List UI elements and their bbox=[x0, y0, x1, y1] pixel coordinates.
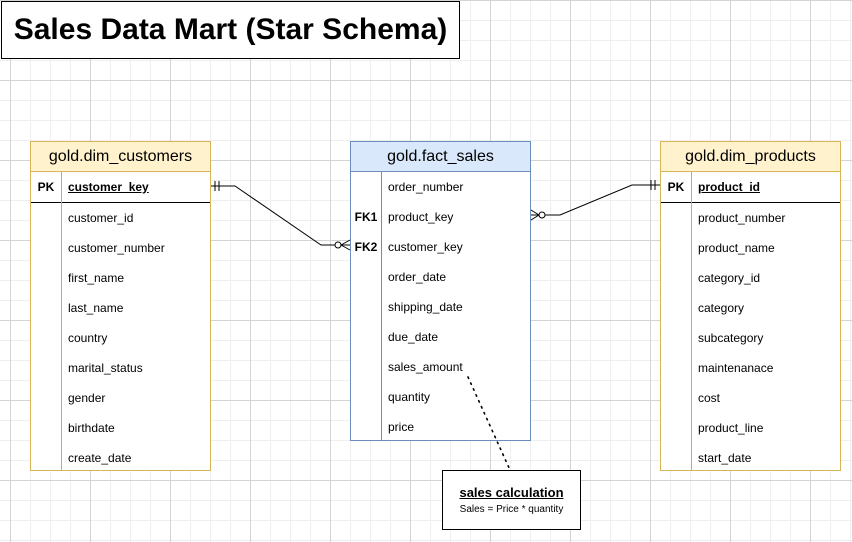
field-name: category_id bbox=[698, 271, 761, 285]
field-row: customer_number bbox=[31, 233, 210, 263]
entity-fact-sales[interactable]: gold.fact_sales order_number FK1 product_… bbox=[350, 141, 531, 441]
entity-header: gold.fact_sales bbox=[351, 142, 530, 172]
field-name: shipping_date bbox=[388, 300, 463, 314]
field-name: start_date bbox=[698, 451, 752, 465]
field-row: create_date bbox=[31, 443, 210, 473]
field-name: due_date bbox=[388, 330, 439, 344]
field-row: due_date bbox=[351, 322, 530, 352]
field-name: first_name bbox=[68, 271, 125, 285]
pk-row: PK product_id bbox=[661, 172, 840, 203]
field-row: quantity bbox=[351, 382, 530, 412]
field-row: order_number bbox=[351, 172, 530, 202]
entity-dim-products[interactable]: gold.dim_products PK product_id product_… bbox=[660, 141, 841, 471]
field-row: category bbox=[661, 293, 840, 323]
column-divider bbox=[691, 172, 692, 470]
field-row: marital_status bbox=[31, 353, 210, 383]
field-name: order_date bbox=[388, 270, 447, 284]
fk-label: FK1 bbox=[354, 210, 378, 224]
field-row: FK1 product_key bbox=[351, 202, 530, 232]
field-row: category_id bbox=[661, 263, 840, 293]
field-name: quantity bbox=[388, 390, 431, 404]
entity-header: gold.dim_products bbox=[661, 142, 840, 172]
field-row: birthdate bbox=[31, 413, 210, 443]
field-name: marital_status bbox=[68, 361, 143, 375]
entity-header: gold.dim_customers bbox=[31, 142, 210, 172]
field-name: subcategory bbox=[698, 331, 764, 345]
field-row: last_name bbox=[31, 293, 210, 323]
field-name: gender bbox=[68, 391, 106, 405]
field-row: product_line bbox=[661, 413, 840, 443]
field-row: first_name bbox=[31, 263, 210, 293]
pk-label: PK bbox=[37, 180, 55, 194]
customer-relationship-connector[interactable] bbox=[211, 181, 351, 251]
field-name: customer_number bbox=[68, 241, 165, 255]
field-row: start_date bbox=[661, 443, 840, 473]
field-list: product_number product_name category_id … bbox=[661, 203, 840, 473]
field-name: birthdate bbox=[68, 421, 115, 435]
pk-row: PK customer_key bbox=[31, 172, 210, 203]
field-row: shipping_date bbox=[351, 292, 530, 322]
field-name: create_date bbox=[68, 451, 132, 465]
product-relationship-connector[interactable] bbox=[530, 180, 660, 221]
field-name: sales_amount bbox=[388, 360, 463, 374]
field-name: order_number bbox=[388, 180, 464, 194]
diagram-title-box: Sales Data Mart (Star Schema) bbox=[1, 1, 460, 59]
field-row: order_date bbox=[351, 262, 530, 292]
field-name: country bbox=[68, 331, 108, 345]
column-divider bbox=[61, 172, 62, 470]
field-row: product_name bbox=[661, 233, 840, 263]
field-name: product_number bbox=[698, 211, 786, 225]
diagram-title: Sales Data Mart (Star Schema) bbox=[13, 13, 448, 46]
column-divider bbox=[381, 172, 382, 440]
field-name: cost bbox=[698, 391, 721, 405]
field-name: product_key bbox=[388, 210, 454, 224]
entity-dim-customers[interactable]: gold.dim_customers PK customer_key custo… bbox=[30, 141, 211, 471]
fk-label: FK2 bbox=[354, 240, 378, 254]
field-row: subcategory bbox=[661, 323, 840, 353]
field-name: product_line bbox=[698, 421, 764, 435]
pk-label: PK bbox=[667, 180, 685, 194]
field-name: price bbox=[388, 420, 415, 434]
field-name: maintenanace bbox=[698, 361, 774, 375]
note-body: Sales = Price * quantity bbox=[459, 504, 564, 515]
field-list: order_number FK1 product_key FK2 customer_… bbox=[351, 172, 530, 442]
field-row: sales_amount bbox=[351, 352, 530, 382]
field-row: customer_id bbox=[31, 203, 210, 233]
field-row: price bbox=[351, 412, 530, 442]
field-name: category bbox=[698, 301, 745, 315]
field-row: cost bbox=[661, 383, 840, 413]
sales-calculation-note[interactable]: sales calculation Sales = Price * quanti… bbox=[442, 470, 581, 530]
field-name: product_name bbox=[698, 241, 775, 255]
field-list: customer_id customer_number first_name l… bbox=[31, 203, 210, 473]
field-row: maintenanace bbox=[661, 353, 840, 383]
field-row: product_number bbox=[661, 203, 840, 233]
field-row: country bbox=[31, 323, 210, 353]
field-row: gender bbox=[31, 383, 210, 413]
field-name: last_name bbox=[68, 301, 124, 315]
note-title: sales calculation bbox=[459, 485, 564, 500]
field-name: customer_key bbox=[388, 240, 463, 254]
pk-field: product_id bbox=[698, 180, 760, 194]
pk-field: customer_key bbox=[68, 180, 149, 194]
field-row: FK2 customer_key bbox=[351, 232, 530, 262]
field-name: customer_id bbox=[68, 211, 134, 225]
